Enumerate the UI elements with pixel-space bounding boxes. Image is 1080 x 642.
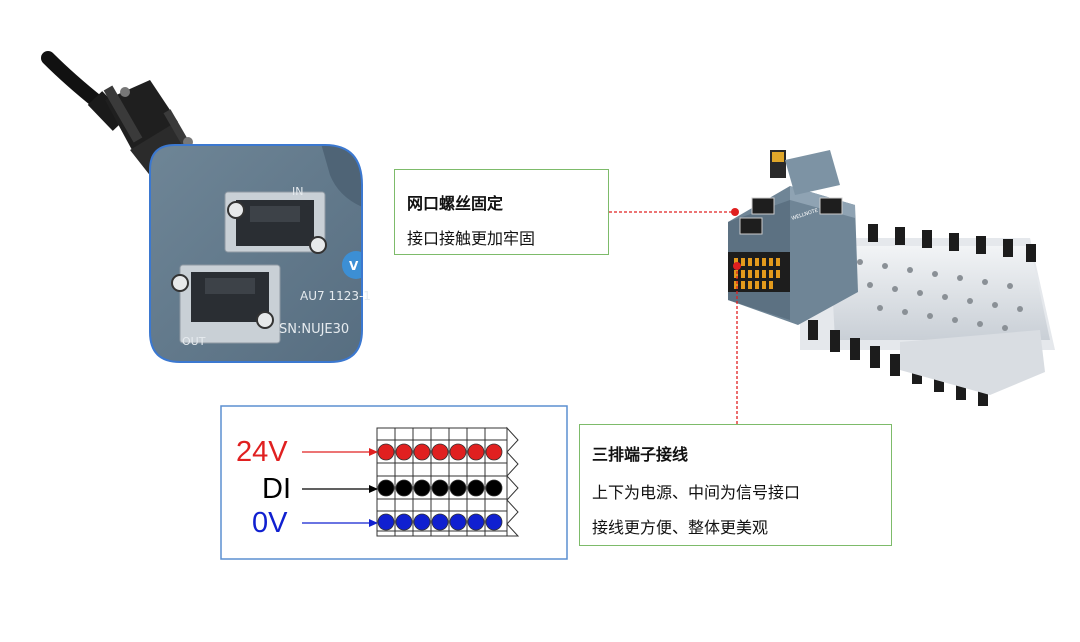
network-port-callout: 网口螺丝固定 接口接触更加牢固 (394, 169, 609, 255)
port-out-label: OUT (182, 335, 206, 348)
legend-24v-label: 24V (236, 436, 288, 468)
network-callout-title: 网口螺丝固定 (407, 194, 504, 213)
io-module-device (728, 150, 1055, 406)
model-text: AU7 1123-1 (300, 289, 371, 303)
terminal-callout-line-2: 接线更方便、整体更美观 (592, 518, 769, 537)
legend-di-label: DI (262, 473, 291, 505)
terminal-callout-title: 三排端子接线 (592, 445, 689, 464)
port-in-label: IN (292, 185, 303, 198)
terminal-callout-line-1: 上下为电源、中间为信号接口 (592, 483, 801, 502)
terminal-block-diagram (302, 426, 520, 537)
zoom-port-panel (150, 145, 362, 362)
leader-lines (609, 208, 741, 425)
terminal-callout: 三排端子接线 上下为电源、中间为信号接口 接线更方便、整体更美观 (579, 424, 892, 546)
serial-text: SN:NUJE30 (279, 322, 349, 337)
logo-fragment: V (349, 259, 359, 273)
network-callout-line: 接口接触更加牢固 (407, 229, 536, 248)
legend-0v-label: 0V (252, 507, 288, 539)
